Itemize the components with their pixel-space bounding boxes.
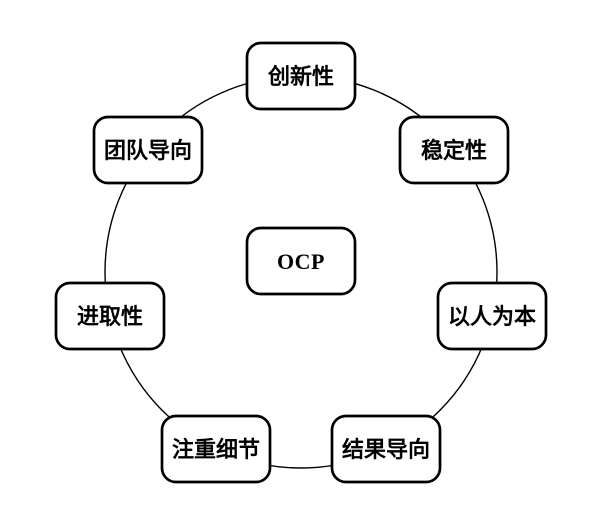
cycle-node-innovation: 创新性 (245, 41, 357, 111)
center-node-ocp: OCP (245, 226, 357, 296)
cycle-node-team-orientation: 团队导向 (92, 115, 204, 185)
cycle-node-attention-to-detail-box (160, 414, 272, 484)
cycle-node-aggressiveness-box (54, 281, 166, 351)
cycle-node-stability: 稳定性 (398, 115, 510, 185)
cycle-node-team-orientation-box (92, 115, 204, 185)
cycle-node-attention-to-detail: 注重细节 (160, 414, 272, 484)
cycle-node-people-oriented: 以人为本 (436, 281, 548, 351)
cycle-node-innovation-label: 创新性 (267, 64, 334, 89)
center-node-ocp-box (245, 226, 357, 296)
cycle-node-stability-box (398, 115, 510, 185)
cycle-node-team-orientation-label: 团队导向 (104, 138, 192, 163)
cycle-node-stability-label: 稳定性 (421, 138, 487, 163)
cycle-node-people-oriented-box (436, 281, 548, 351)
cycle-node-aggressiveness-label: 进取性 (77, 304, 143, 329)
cycle-node-innovation-box (245, 41, 357, 111)
cycle-node-result-oriented-label: 结果导向 (342, 437, 430, 462)
center-node-ocp-label: OCP (277, 249, 325, 274)
cycle-node-attention-to-detail-label: 注重细节 (172, 437, 260, 462)
cycle-node-people-oriented-label: 以人为本 (448, 304, 536, 329)
cycle-node-aggressiveness: 进取性 (54, 281, 166, 351)
cycle-node-result-oriented-box (330, 414, 442, 484)
cycle-node-result-oriented: 结果导向 (330, 414, 442, 484)
